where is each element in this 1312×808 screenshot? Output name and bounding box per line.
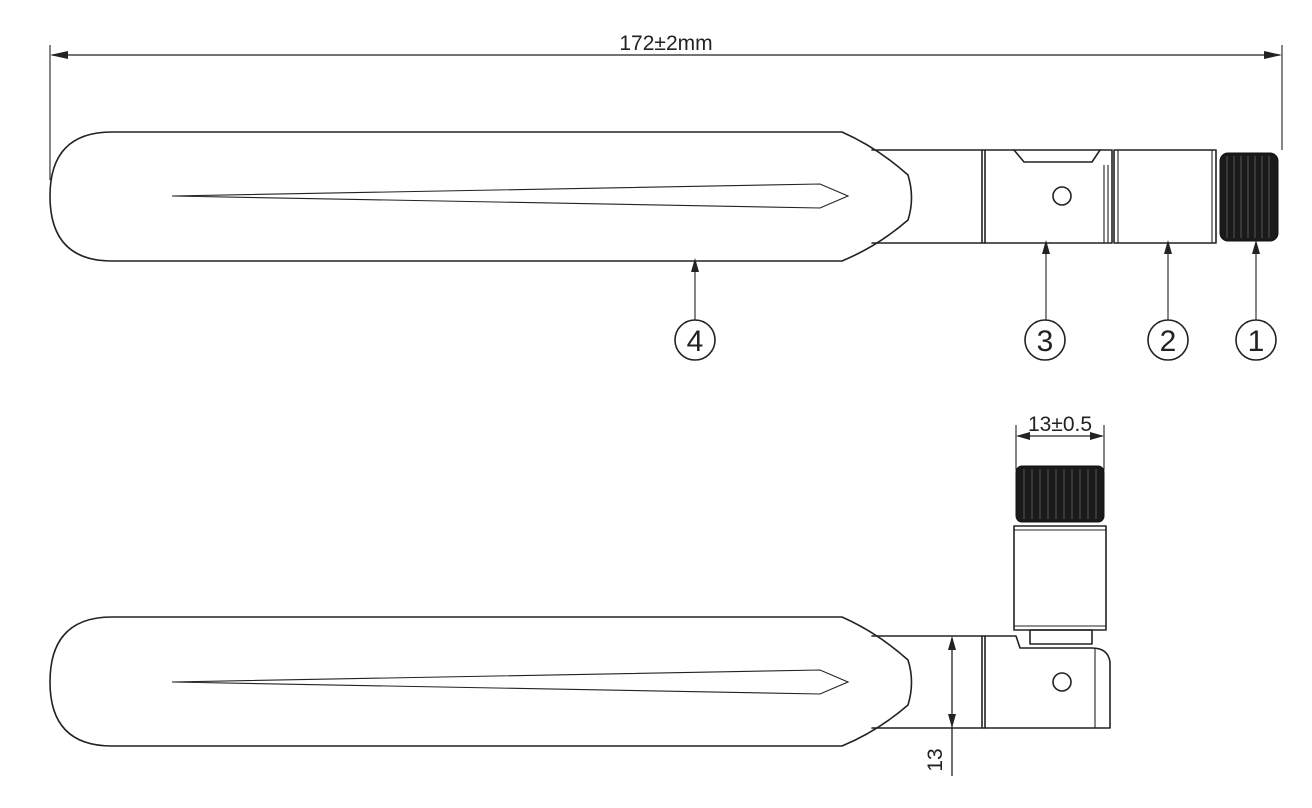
connector-width-dimension: 13±0.5 — [1015, 413, 1105, 470]
knurled-nut-vertical — [1015, 465, 1105, 523]
top-view: 172±2mm — [49, 32, 1283, 361]
radiating-element — [171, 183, 850, 209]
callout-1-label: 1 — [1248, 325, 1265, 358]
connector-sleeve-vertical — [1013, 525, 1107, 645]
antenna-blade-folded — [49, 616, 913, 747]
knurled-nut — [1219, 152, 1279, 242]
overall-length-dimension: 172±2mm — [49, 32, 1283, 180]
radiating-element-folded — [171, 669, 850, 695]
height-label: 13 — [924, 748, 947, 771]
blade-neck-folded — [871, 635, 983, 729]
hinge-block-folded — [981, 635, 1111, 729]
callout-3-label: 3 — [1037, 325, 1054, 358]
overall-length-label: 172±2mm — [619, 32, 712, 55]
bottom-view: 13±0.5 — [49, 413, 1111, 776]
height-dimension: 13 — [924, 635, 980, 776]
callout-3: 3 — [1024, 319, 1066, 361]
antenna-blade — [49, 131, 913, 262]
callout-2-label: 2 — [1160, 325, 1177, 358]
callout-4-label: 4 — [687, 325, 704, 358]
blade-neck — [871, 149, 983, 244]
connector-sleeve — [1113, 149, 1217, 244]
connector-width-label: 13±0.5 — [1028, 413, 1092, 436]
callout-leaders — [691, 240, 1260, 320]
callout-4: 4 — [674, 319, 716, 361]
callout-1: 1 — [1235, 319, 1277, 361]
hinge-block — [981, 149, 1113, 244]
callout-2: 2 — [1147, 319, 1189, 361]
